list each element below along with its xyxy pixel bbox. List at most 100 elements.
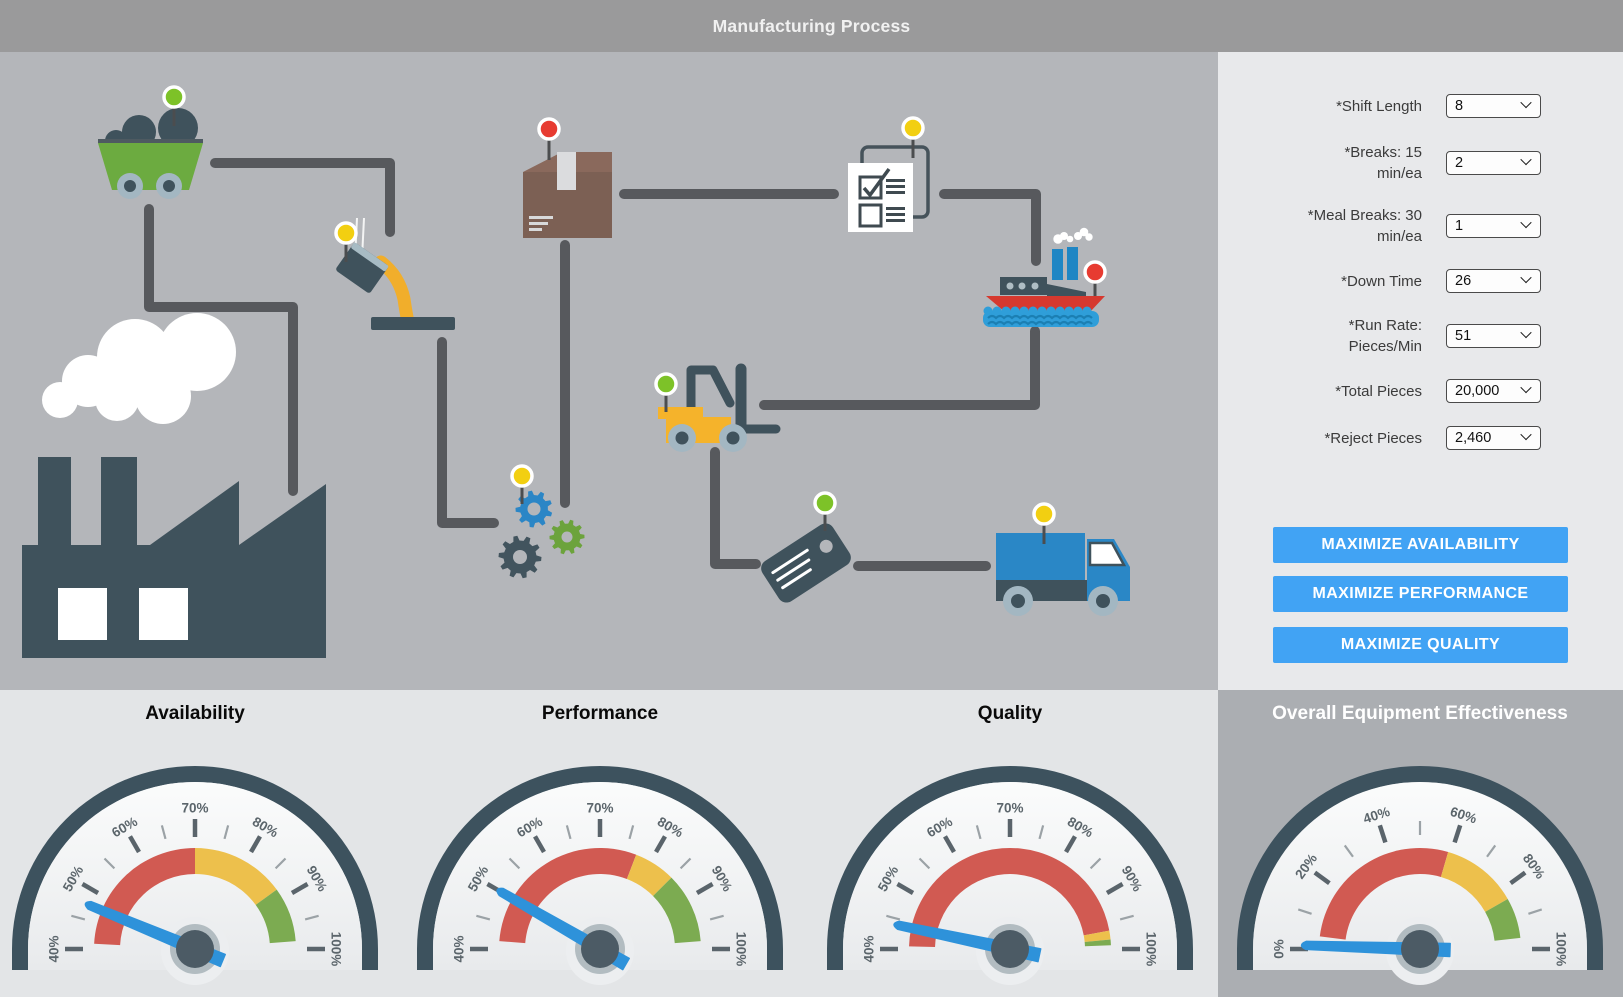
gauge-band [653,877,701,944]
run-rate-select[interactable]: 51 [1446,324,1541,348]
control-row: *Breaks: 15 min/ea 2 [1344,142,1541,184]
minor-tick [1119,914,1134,921]
chevron-down-icon [1520,96,1532,109]
select-value: 8 [1455,98,1464,114]
status-indicator-forklift [654,372,678,412]
minor-tick [223,825,230,840]
control-row: *Total Pieces 20,000 [1335,379,1541,403]
control-row: *Reject Pieces 2,460 [1324,426,1541,450]
status-indicator-box [537,117,561,160]
box-icon [523,152,612,238]
ladle-pour-icon [336,217,455,330]
major-tick [81,882,100,895]
major-tick [1452,824,1463,844]
performance-gauge-title: Performance [541,703,659,724]
meal-breaks-select[interactable]: 1 [1446,214,1541,238]
tag-icon [761,523,851,603]
control-row: *Run Rate: Pieces/Min 51 [1349,315,1541,357]
minor-tick [886,914,901,921]
control-row: *Meal Breaks: 30 min/ea 1 [1308,205,1541,247]
breaks-select[interactable]: 2 [1446,151,1541,175]
tick-label: 100% [1143,932,1158,967]
tick-label: 0% [1272,939,1287,959]
gauge-band [1084,939,1111,947]
control-row: *Shift Length 8 [1336,94,1541,118]
gears-icon [498,490,585,579]
oee-gauge-title: Overall Equipment Effectiveness [1272,703,1568,724]
process-diagram [22,85,1130,658]
tick-label: 40% [452,935,467,962]
checklist-icon [848,145,930,232]
mine-cart-icon [98,108,203,199]
chevron-down-icon [1520,428,1532,441]
run-rate-label: *Run Rate: Pieces/Min [1348,317,1422,355]
minor-tick [709,914,724,921]
chevron-down-icon [1520,216,1532,229]
chevron-down-icon [1520,271,1532,284]
tick-label: 40% [862,935,877,962]
tick-label: 70% [181,801,208,816]
chevron-down-icon [1520,153,1532,166]
minor-tick [508,857,521,870]
needle-hub [1401,930,1439,968]
maximize-performance-button[interactable]: MAXIMIZE PERFORMANCE [1273,576,1568,612]
gauge-band [1083,930,1111,942]
page-title: Manufacturing Process [712,15,911,36]
oee-gauge: 0%20%40%60%80%100% [1237,766,1603,985]
down-time-select[interactable]: 26 [1446,269,1541,293]
minor-tick [1343,844,1354,858]
performance-gauge: 40%50%60%70%80%90%100% [417,766,783,985]
tick-label: 40% [47,935,62,962]
gauge-band [1319,848,1449,940]
control-panel: *Shift Length 8 *Breaks: 15 min/ea 2 *Me… [1218,52,1623,690]
gauge-band [1485,898,1521,941]
control-row: *Down Time 26 [1341,269,1541,293]
minor-tick [1486,844,1497,858]
status-indicator-tag [813,491,837,531]
major-tick [695,882,714,895]
status-indicator-ship [1083,260,1107,296]
major-tick [290,882,309,895]
chevron-down-icon [1520,381,1532,394]
breaks-label: *Breaks: 15 min/ea [1344,144,1422,182]
gauge-band [626,854,672,896]
minor-tick [160,825,167,840]
major-tick [654,835,667,854]
title-bar: Manufacturing Process [0,0,1623,52]
maximize-availability-button[interactable]: MAXIMIZE AVAILABILITY [1273,527,1568,563]
process-connector [144,204,298,496]
total-pieces-select[interactable]: 20,000 [1446,379,1541,403]
needle-hub [176,930,214,968]
status-indicator-gears [510,464,534,504]
meal-breaks-label: *Meal Breaks: 30 min/ea [1307,207,1422,245]
major-tick [128,835,141,854]
shift-length-select[interactable]: 8 [1446,94,1541,118]
reject-pieces-label: *Reject Pieces [1324,429,1422,447]
minor-tick [1528,908,1543,915]
select-value: 20,000 [1455,383,1500,399]
minor-tick [975,825,982,840]
truck-icon [996,533,1130,616]
minor-tick [1038,825,1045,840]
tick-label: 100% [733,932,748,967]
major-tick [249,835,262,854]
select-value: 2 [1455,155,1464,171]
tick-label: 70% [586,801,613,816]
minor-tick [1297,908,1312,915]
major-tick [1313,870,1331,885]
process-connector [710,447,761,569]
quality-gauge-title: Quality [977,703,1043,724]
total-pieces-label: *Total Pieces [1335,382,1422,400]
major-tick [1377,824,1388,844]
gauge-band [195,848,277,905]
minor-tick [628,825,635,840]
reject-pieces-select[interactable]: 2,460 [1446,426,1541,450]
gauge-band [909,847,1110,948]
process-diagram-panel [0,52,1218,690]
availability-gauge-title: Availability [145,703,245,724]
gauge-band [499,847,637,944]
minor-tick [476,914,491,921]
maximize-quality-button[interactable]: MAXIMIZE QUALITY [1273,627,1568,663]
factory-icon [22,313,326,658]
status-indicator-mine-cart [162,85,186,126]
